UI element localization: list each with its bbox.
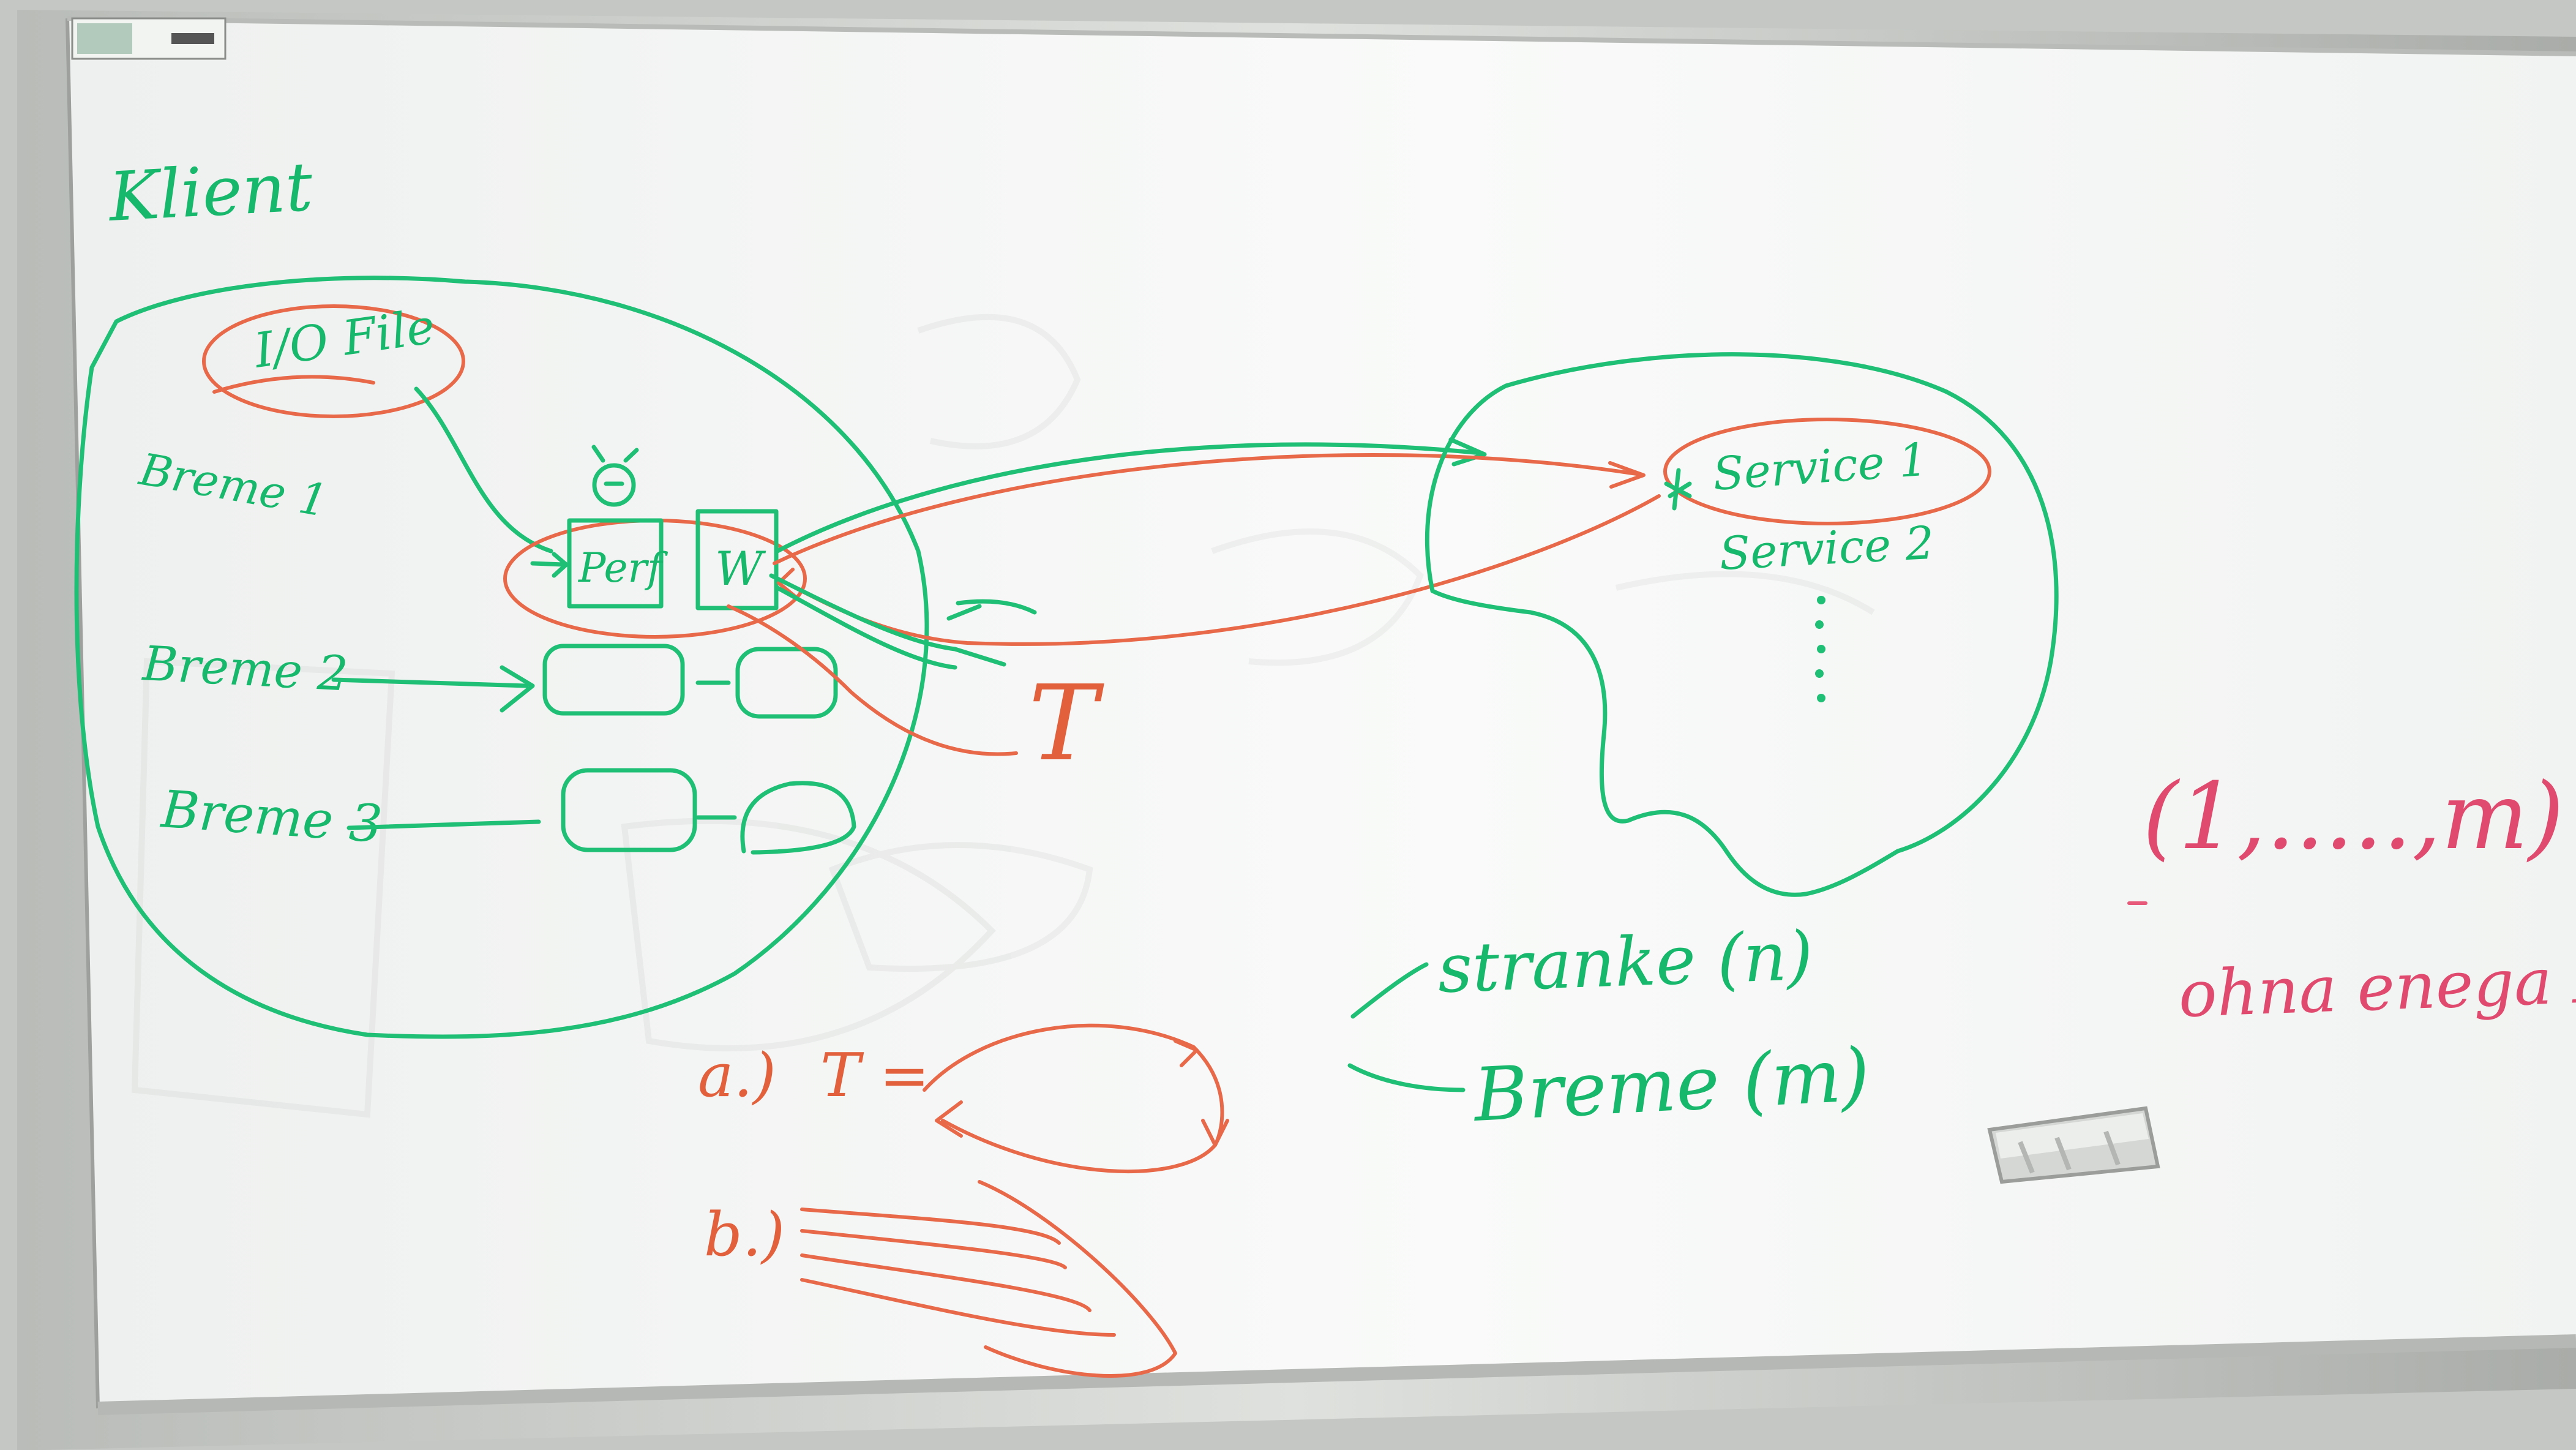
perf-w-block: Perf W [503,445,807,639]
loop-a-diagram [923,1023,1224,1174]
t-equals-label: T = [820,1041,930,1111]
breme-m-label: Breme (m) [1470,1032,1871,1138]
t-loop-orange [727,604,1018,756]
io-file-ellipse [202,304,465,418]
ghost-erased-marks [131,314,1875,1118]
whiteboard-eraser [1987,1106,2160,1184]
perf-box [567,518,664,609]
bug-icon [591,445,639,507]
breme-2-queue [331,644,838,719]
service-1-ellipse [1663,418,1991,525]
server-cloud-outline [1425,352,2059,897]
pink-note: ohna enega Klie [2177,939,2576,1032]
b-label: b.) [704,1200,785,1270]
brace-bottom [1347,1063,1466,1092]
request-arrow-green [775,442,1484,554]
perf-box-label: Perf [578,544,668,592]
a-label: a.) [698,1041,776,1111]
t-label: T [1028,663,1104,784]
bundle-b-diagram [800,1180,1177,1378]
service-2-label: Service 2 [1718,517,1935,580]
client-cloud-outline [74,276,929,1039]
range-label: (1,.....,m) [2143,764,2564,870]
breme-3-queue [346,768,856,855]
service-ellipsis [1815,596,1825,702]
brace-top [1350,962,1429,1019]
request-arrow-orange [773,453,1642,565]
w-box-label: W [715,541,766,596]
io-file-connector [414,386,553,554]
stranke-label: stranke (n) [1436,917,1814,1008]
breme-2-label: Breme 2 [140,636,350,702]
client-label: Klient [106,148,315,236]
manufacturer-label [71,17,227,60]
board-surface [67,18,2576,1408]
